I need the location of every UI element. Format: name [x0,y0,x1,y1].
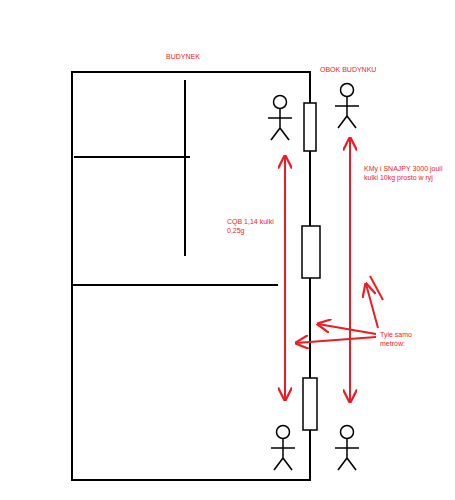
note-label: KMy i SNAJPY 3000 jouli kulki 10kg prost… [364,164,452,182]
wall [72,284,278,286]
leader-arrow [366,284,378,328]
note-label: Tyle samo metrów: [380,330,424,348]
distance-arrow [349,138,351,402]
window [302,226,320,278]
window [303,378,317,430]
distance-arrow [284,156,286,400]
leader-arrow [318,324,376,334]
building-outline [72,72,310,480]
stick-figure [268,96,292,141]
leader-arrow [370,276,383,300]
stick-figure [335,84,359,129]
stick-figure [271,426,295,471]
leader-arrow [296,337,376,343]
wall [74,156,190,158]
wall [184,80,186,256]
stick-figure [335,426,359,471]
building-label: BUDYNEK [166,52,226,61]
window [304,103,316,151]
area-label: OBOK BUDYNKU [320,65,390,74]
note-label: CQB 1,14 kulki 0,25g [227,217,279,235]
